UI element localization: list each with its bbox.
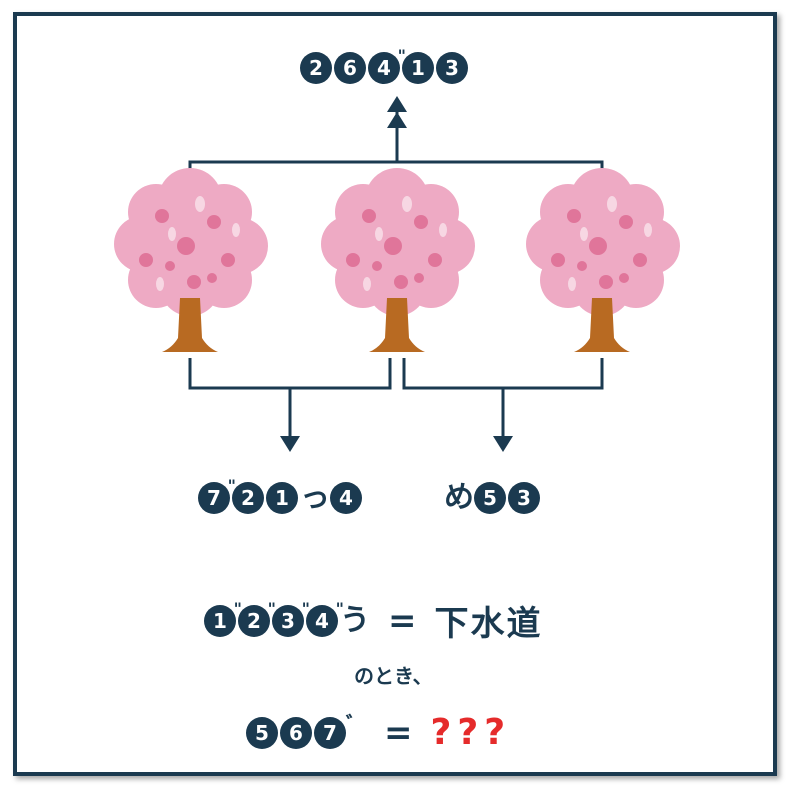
left-answer-label: 7" 2 1 っ 4: [198, 476, 364, 515]
digit-circle: 3": [272, 599, 310, 637]
connector-label: のとき、: [354, 664, 433, 688]
digit-circle: 6: [334, 52, 366, 84]
digit-circle: 2: [232, 482, 264, 514]
dakuten-mark: ゛: [346, 712, 366, 736]
kana-me: め: [444, 480, 474, 515]
kana-tsu: っ: [300, 480, 330, 515]
answer-word: 下水道: [434, 604, 543, 644]
digit-circle: 3: [508, 482, 540, 514]
digit-circle: 4": [306, 599, 344, 637]
digit-circle: 2: [300, 52, 332, 84]
digit-circle: 5: [246, 716, 278, 749]
digit-circle: 5: [474, 482, 506, 514]
kana-u: う: [340, 602, 370, 638]
connector-text: のとき、: [354, 660, 433, 689]
puzzle-frame: [13, 12, 777, 776]
question-mark: ?: [484, 712, 506, 753]
equation-1: 1" 2" 3" 4" う = 下水道: [204, 596, 543, 645]
digit-circle: 1: [402, 52, 434, 84]
digit-circle: 3: [436, 52, 468, 84]
equals-sign: =: [384, 712, 413, 753]
digit-circle: 7": [198, 476, 236, 514]
top-answer-label: 2 6 4" 1 3: [300, 46, 470, 84]
question-mark: ?: [430, 712, 452, 753]
digit-circle: 1: [266, 482, 298, 514]
digit-circle: 4": [368, 46, 406, 84]
equation-2: 5 6 7 ゛ = ? ? ?: [246, 712, 511, 753]
equals-sign: =: [388, 600, 417, 641]
digit-circle: 1": [204, 599, 242, 637]
digit-circle: 7: [314, 716, 346, 749]
digit-circle: 4: [330, 482, 362, 514]
digit-circle: 2": [238, 599, 276, 637]
right-answer-label: め 5 3: [444, 482, 542, 514]
question-mark: ?: [457, 712, 479, 753]
digit-circle: 6: [280, 716, 312, 749]
